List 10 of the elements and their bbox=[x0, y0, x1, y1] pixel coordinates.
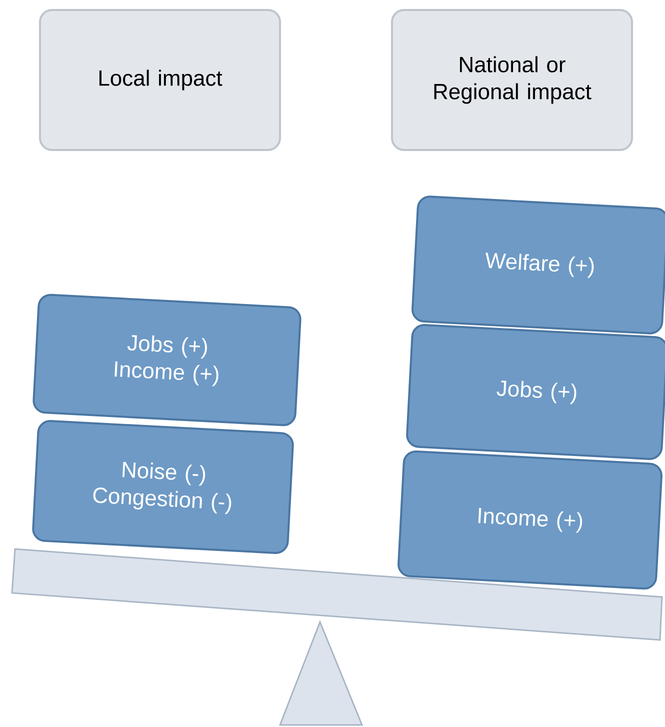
header-box: National or Regional impact bbox=[391, 9, 633, 151]
impact-block: Jobs (+) bbox=[406, 324, 665, 460]
impact-block: Jobs (+) Income (+) bbox=[32, 294, 302, 426]
impact-block: Welfare (+) bbox=[412, 196, 665, 334]
header-box: Local impact bbox=[39, 9, 281, 151]
node-label: Jobs (+) bbox=[496, 380, 576, 404]
node-label: Welfare (+) bbox=[486, 252, 594, 278]
impact-block: Income (+) bbox=[398, 450, 662, 590]
node-label: Income (+) bbox=[478, 508, 582, 533]
impact-block: Noise (-) Congestion (-) bbox=[32, 420, 294, 554]
